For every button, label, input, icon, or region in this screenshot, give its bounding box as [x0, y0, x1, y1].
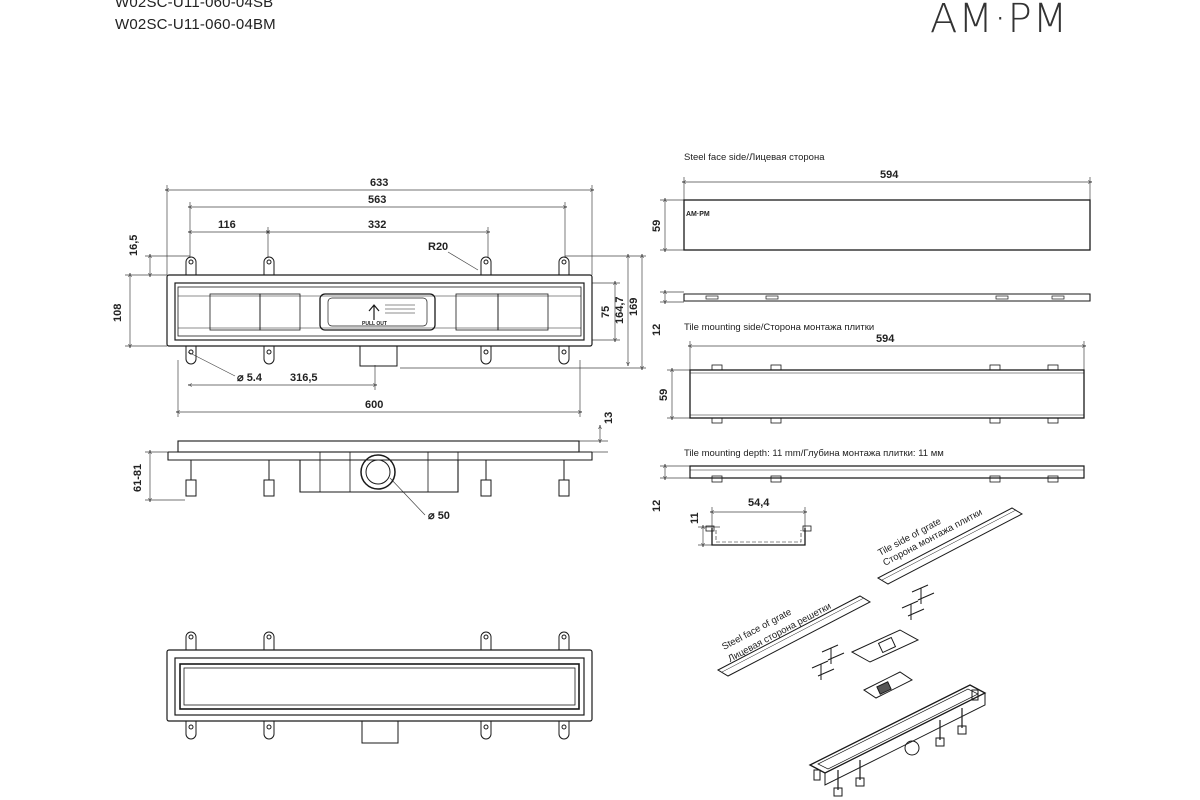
caption-tile-side: Tile mounting side/Сторона монтажа плитк… — [684, 322, 874, 333]
grate-mini-logo: AM·PM — [686, 211, 710, 218]
dim-tile-width: 59 — [658, 389, 670, 401]
dim-grate-thickness: 12 — [651, 324, 663, 336]
grate-tile-side — [667, 341, 1084, 424]
dim-length: 600 — [365, 399, 383, 411]
brand-logo: AM·PM — [930, 0, 1069, 42]
dim-profile-width: 54,4 — [748, 497, 770, 509]
dim-adjust: 61-81 — [132, 464, 144, 492]
grate-steel-face — [660, 177, 1090, 302]
tile-depth-profile — [660, 466, 1085, 545]
dim-164: 164,7 — [614, 296, 626, 324]
dim-depth-thickness: 12 — [651, 500, 663, 512]
exploded-view — [716, 507, 1024, 797]
model-number-bm: W02SC-U11-060-04BM — [115, 16, 276, 33]
dim-height-left: 16,5 — [128, 235, 140, 256]
dim-hole: ⌀ 5.4 — [237, 372, 263, 384]
dim-tile-length: 594 — [876, 333, 895, 345]
dim-radius: R20 — [428, 241, 448, 253]
caption-steel-face: Steel face side/Лицевая сторона — [684, 152, 825, 163]
dim-center: 332 — [368, 219, 386, 231]
top-view — [125, 185, 646, 417]
dim-169: 169 — [628, 298, 640, 316]
label-pull-out: PULL OUT — [362, 321, 387, 327]
model-number-sb: W02SC-U11-060-04SB — [115, 0, 274, 11]
dim-thickness: 13 — [603, 412, 615, 424]
assembled-plan — [166, 631, 593, 744]
dim-flange: 563 — [368, 194, 386, 206]
dim-depth: 108 — [112, 304, 124, 322]
exploded-labels: Tile side of grate Сторона монтажа плитк… — [720, 507, 984, 665]
dim-overall: 633 — [370, 177, 388, 189]
dim-profile-depth: 11 — [689, 512, 701, 524]
dim-grate-width: 59 — [651, 220, 663, 232]
dim-outlet: ⌀ 50 — [428, 510, 450, 522]
caption-tile-depth: Tile mounting depth: 11 mm/Глубина монта… — [684, 448, 944, 459]
side-view — [145, 427, 608, 516]
dim-grate-length: 594 — [880, 169, 899, 181]
dim-left-offset: 116 — [218, 219, 236, 231]
dim-outlet-offset: 316,5 — [290, 372, 318, 384]
dim-75: 75 — [600, 306, 612, 318]
